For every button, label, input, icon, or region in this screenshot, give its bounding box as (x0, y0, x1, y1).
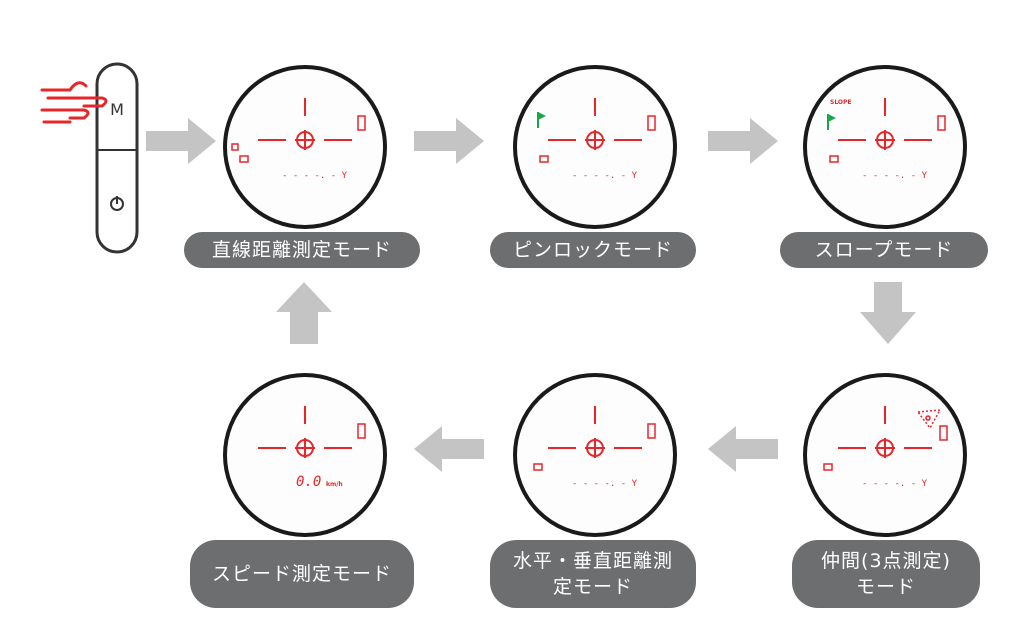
arrow-left-2 (414, 426, 484, 472)
reticle-icon (548, 98, 642, 150)
mode-button-label[interactable]: M (110, 100, 124, 119)
mode-label-text: スピード測定モード (211, 563, 392, 585)
mode-label-slope: スロープモード (780, 232, 988, 268)
mode-label-linear: 直線距離測定モード (184, 232, 420, 268)
arrow-down (860, 282, 916, 344)
reticle-icon (258, 98, 352, 150)
scope-slope: SLOPE - - - -. - Y (803, 65, 967, 229)
mode-label-horizontal-vertical: 水平・垂直距離測 定モード (490, 540, 696, 608)
scope-pinlock: - - - -. - Y (513, 65, 677, 229)
distance-readout: - - - -. - Y (862, 171, 928, 181)
distance-readout: - - - -. - Y (282, 171, 348, 181)
battery-icon (647, 115, 656, 131)
battery-icon (357, 115, 366, 131)
reticle-icon (258, 406, 352, 458)
laser-icon (829, 155, 839, 163)
arrow-right-3 (708, 118, 778, 164)
mode-label-text: ピンロックモード (512, 239, 673, 261)
battery-icon (939, 425, 948, 441)
flag-icon (827, 114, 836, 130)
battery-icon (937, 115, 946, 131)
mode-label-three-point: 仲間(3点測定) モード (792, 540, 980, 608)
scope-horizontal-vertical: - - - -. - Y (513, 373, 677, 537)
rangefinder-device: M (40, 62, 139, 254)
battery-icon (647, 423, 656, 439)
power-button-icon[interactable] (110, 196, 124, 211)
mode-label-line2: 定モード (552, 576, 633, 598)
laser-icon (539, 155, 549, 163)
distance-readout: - - - -. - Y (572, 171, 638, 181)
mode-label-line1: 仲間(3点測定) (821, 550, 951, 572)
speed-value: 0.0 (296, 474, 321, 490)
arrow-up (276, 282, 332, 344)
speed-unit: km/h (326, 481, 343, 488)
hand-icon (40, 81, 108, 124)
battery-icon (357, 423, 366, 439)
mode-label-pinlock: ピンロックモード (490, 232, 696, 268)
mode-label-text: 直線距離測定モード (211, 239, 392, 261)
arrow-right-2 (414, 118, 484, 164)
mode-label-speed: スピード測定モード (190, 540, 414, 608)
distance-readout: - - - -. - Y (572, 479, 638, 489)
distance-readout: - - - -. - Y (862, 479, 928, 489)
mode-label-text: スロープモード (814, 239, 954, 261)
laser-icon (823, 463, 833, 471)
reticle-icon (838, 98, 932, 150)
reticle-icon (838, 406, 932, 458)
scope-linear: - - - -. - Y (223, 65, 387, 229)
reticle-icon (548, 406, 642, 458)
mode-label-line1: 水平・垂直距離測 (512, 550, 673, 572)
laser-icon (533, 463, 543, 471)
arrow-right-1 (146, 118, 216, 164)
mode-label-line2: モード (855, 576, 916, 598)
mode-indicator-icon (231, 143, 239, 151)
three-point-triangle-icon (916, 409, 942, 430)
scope-speed: 0.0 km/h (223, 373, 387, 537)
slope-label: SLOPE (830, 99, 852, 106)
arrow-left-1 (708, 426, 778, 472)
flag-icon (537, 112, 546, 128)
laser-icon (239, 155, 249, 163)
scope-three-point: - - - -. - Y (803, 373, 967, 537)
